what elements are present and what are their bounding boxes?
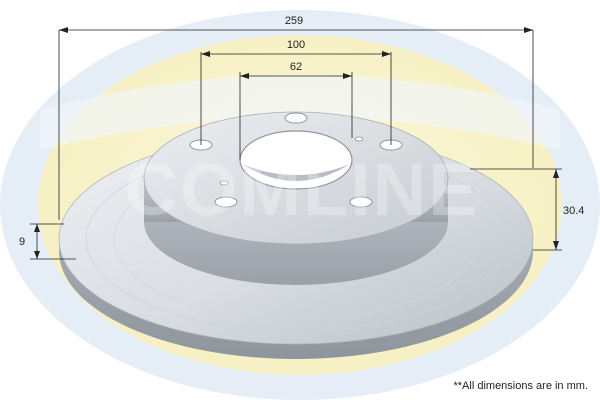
- bolt-hole: [349, 196, 373, 208]
- bolt-hole: [284, 112, 308, 124]
- dimension-outer-diameter: [58, 27, 534, 220]
- locating-hole: [219, 180, 229, 186]
- outer-diameter-label: 259: [285, 15, 303, 27]
- bolt-hole: [214, 196, 238, 208]
- bolt-circle-label: 100: [287, 39, 305, 51]
- center-bore-label: 62: [290, 61, 302, 73]
- dimension-center-bore: [239, 72, 353, 160]
- height-label: 30.4: [563, 205, 584, 217]
- thickness-label: 9: [19, 236, 25, 248]
- center-bore-wall: [242, 164, 350, 181]
- watermark-brand-text: COMLINE: [124, 148, 479, 231]
- units-note: **All dimensions are in mm.: [453, 380, 589, 392]
- dimension-bolt-circle: [200, 51, 392, 145]
- dimension-height: [470, 168, 562, 251]
- dimension-thickness: [30, 223, 76, 260]
- locating-hole: [354, 136, 364, 142]
